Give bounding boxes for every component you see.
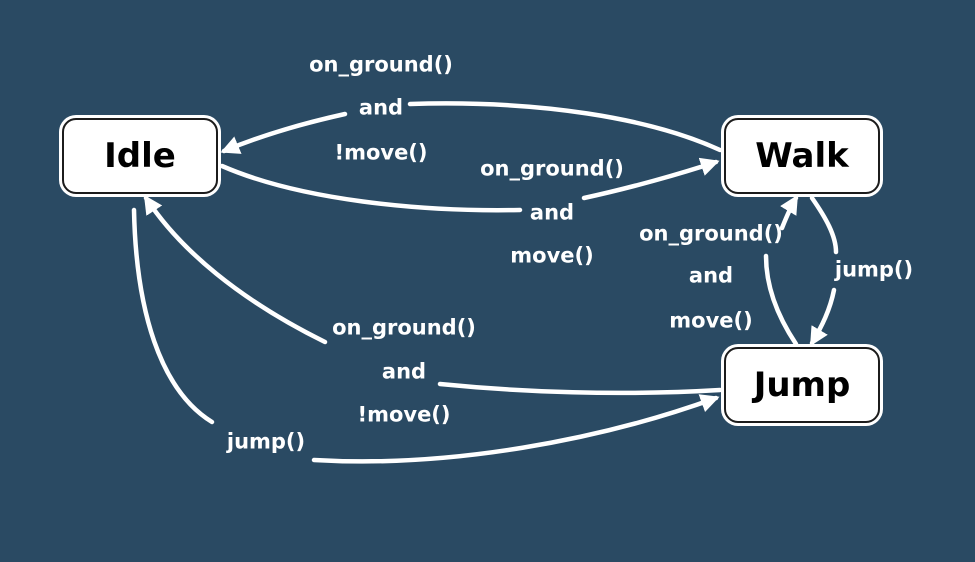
walk-to-idle-label-3: !move(): [334, 140, 428, 165]
idle-to-walk-label-2: and: [529, 200, 575, 225]
idle-to-walk-label-1: on_ground(): [480, 156, 624, 181]
edge-idle-to-walk-end: [581, 157, 720, 201]
idle-to-jump-label: jump(): [226, 429, 306, 454]
edge-idle-to-walk: [219, 163, 523, 213]
state-jump: Jump: [724, 347, 880, 423]
edge-jump-to-idle: [437, 381, 723, 396]
edge-idle-to-jump-end: [311, 394, 720, 464]
walk-to-idle-label-2: and: [358, 95, 404, 120]
edge-jump-to-idle-end: [143, 194, 328, 345]
edge-jump-to-walk-end: [779, 194, 799, 231]
jump-to-walk-label-1: on_ground(): [639, 221, 783, 246]
jump-to-walk-label-3: move(): [669, 308, 753, 333]
edge-walk-to-jump: [809, 195, 839, 255]
jump-to-walk-label-2: and: [688, 263, 734, 288]
walk-to-idle-label-1: on_ground(): [309, 52, 453, 77]
edge-idle-to-jump: [131, 207, 215, 425]
edge-walk-to-idle: [407, 101, 723, 153]
edge-jump-to-walk: [763, 253, 799, 347]
state-walk: Walk: [724, 118, 880, 194]
edge-walk-to-idle-end: [220, 111, 348, 154]
jump-to-idle-label-1: on_ground(): [332, 315, 476, 340]
idle-to-walk-label-3: move(): [510, 243, 594, 268]
jump-to-idle-label-2: and: [381, 359, 427, 384]
edge-walk-to-jump-end: [809, 287, 837, 347]
walk-to-jump-label: jump(): [834, 257, 914, 282]
jump-to-idle-label-3: !move(): [357, 402, 451, 427]
state-idle: Idle: [62, 118, 218, 194]
